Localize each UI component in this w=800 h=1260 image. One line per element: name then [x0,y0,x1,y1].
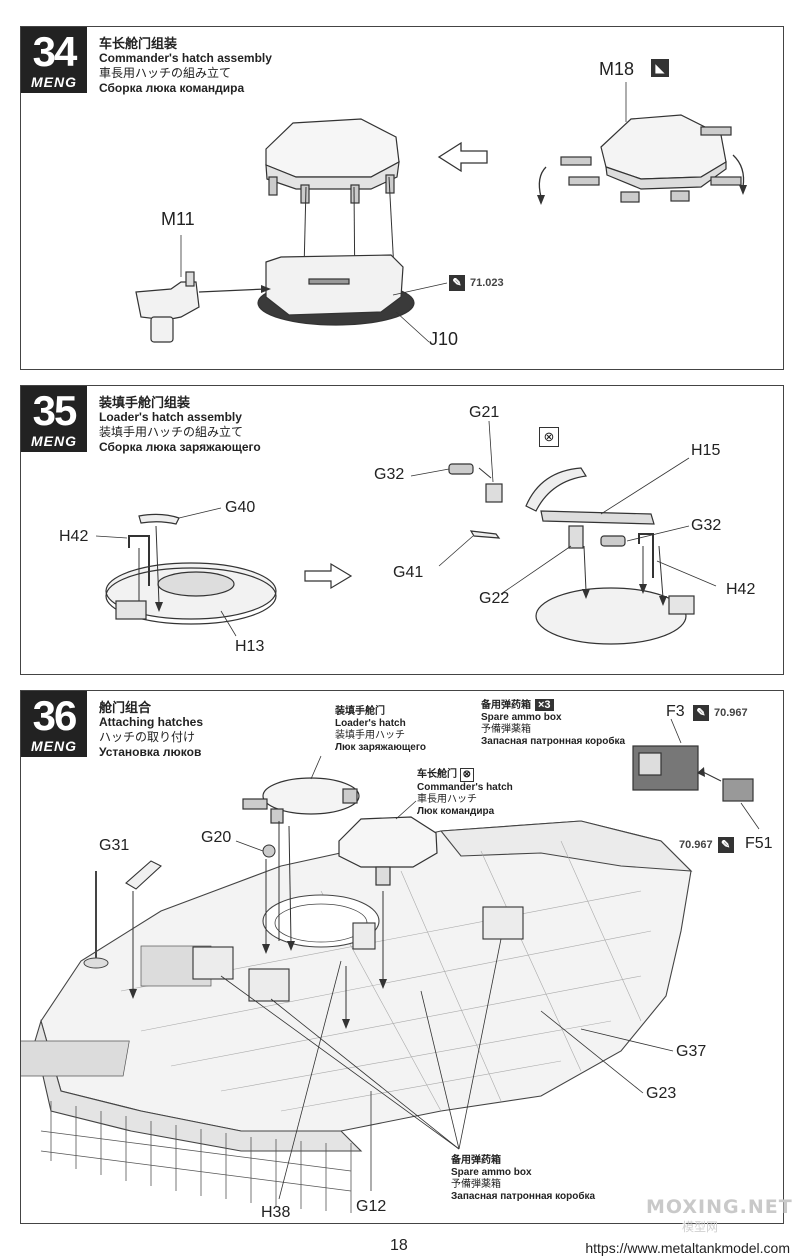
loader-hatch-cn: 装填手舱门 [335,706,385,717]
step-badge: 34 MENG [21,27,87,93]
glue-icon: ◣ [651,59,669,77]
part-label-f3: F3 [666,703,685,720]
commander-hatch-en: Commander's hatch [417,782,513,793]
title-ru: Установка люков [99,745,202,759]
loader-hatch-ru: Люк заряжающего [335,742,427,753]
paint-callout-f51: 70.967 ✎ [679,837,734,853]
part-label-g31: G31 [99,837,130,854]
loader-hatch-label: 装填手舱门 Loader's hatch 装填手用ハッチ Люк заряжаю… [335,706,426,754]
part-label-g32: G32 [691,517,722,534]
loader-hatch-en: Loader's hatch [335,718,406,729]
watermark-sub: 模型网 [682,1220,719,1234]
step-36-panel: 36 MENG 舱门组合 Attaching hatches ハッチの取り付け … [20,690,784,1224]
brand-logo: MENG [31,738,77,754]
part-label-h15: H15 [691,442,721,459]
part-label-g12: G12 [356,1198,387,1215]
m18-hatch-shape [600,114,727,180]
ammo-bottom-cn: 备用弹药箱 [451,1155,501,1166]
ammo-bottom-en: Spare ammo box [451,1167,532,1178]
title-en: Loader's hatch assembly [99,410,242,424]
title-jp: ハッチの取り付け [99,730,196,744]
step-title: 车长舱门组装 Commander's hatch assembly 車長用ハッチ… [99,36,272,96]
ammo-top-jp: 予備弾薬箱 [481,724,531,735]
brand-logo: MENG [31,74,77,90]
source-url[interactable]: https://www.metaltankmodel.com [585,1240,790,1256]
part-label-g20: G20 [201,829,232,846]
part-label-h13: H13 [235,638,265,655]
page-number: 18 [390,1237,408,1254]
brand-logo: MENG [31,433,77,449]
part-label-m18: M18 [599,59,635,79]
paint-brush-icon: ✎ [449,275,465,291]
paint-brush-icon: ✎ [717,837,734,853]
title-en: Attaching hatches [99,715,204,729]
step-title: 舱门组合 Attaching hatches ハッチの取り付け Установк… [99,700,203,760]
loader-hatch-jp: 装填手用ハッチ [335,730,405,741]
paint-code: 71.023 [470,277,504,289]
part-label-g23: G23 [646,1085,677,1102]
part-label-g32: G32 [374,466,405,483]
part-label-g22: G22 [479,590,510,607]
paint-code: 70.967 [679,839,713,851]
commander-hatch-jp: 車長用ハッチ [417,794,477,805]
step-title: 装填手舱门组装 Loader's hatch assembly 装填手用ハッチの… [99,395,261,455]
part-label-h42: H42 [59,528,89,545]
commander-hatch-ru: Люк командира [417,806,495,817]
step-35-panel: 35 MENG 装填手舱门组装 Loader's hatch assembly … [20,385,784,675]
part-label-g37: G37 [676,1043,707,1060]
step-badge: 36 MENG [21,691,87,757]
title-jp: 車長用ハッチの組み立て [99,66,232,80]
ammo-bottom-jp: 予備弾薬箱 [451,1179,501,1190]
part-label-f51: F51 [745,835,773,852]
commander-hatch-cn: 车长舱门 [417,769,457,780]
part-label-j10: J10 [429,329,459,349]
paint-code: 70.967 [714,707,748,719]
title-cn: 车长舱门组装 [99,36,178,51]
title-jp: 装填手用ハッチの組み立て [99,425,244,439]
watermark: MOXING.NET [646,1196,793,1218]
commander-hatch-diagram [135,82,747,343]
part-label-h42: H42 [726,581,756,598]
title-cn: 舱门组合 [99,700,152,715]
loader-hatch-diagram [95,420,717,645]
paint-callout: ✎ 71.023 [449,275,504,291]
title-en: Commander's hatch assembly [99,51,272,65]
step-34-panel: 34 MENG 车长舱门组装 Commander's hatch assembl… [20,26,784,370]
step-badge: 35 MENG [21,386,87,452]
quantity-badge: ×3 [535,699,554,711]
ammo-top-en: Spare ammo box [481,712,562,723]
title-ru: Сборка люка заряжающего [99,440,261,454]
part-label-g40: G40 [225,499,256,516]
paint-callout-f3: ✎ 70.967 [693,705,748,721]
commander-hatch-label: 车长舱门 ⊗ Commander's hatch 車長用ハッチ Люк кома… [417,768,513,818]
ammo-top-ru: Запасная патронная коробка [481,736,626,747]
turret-assembly-diagram [21,718,760,1213]
part-label-m11: M11 [161,209,195,229]
part-label-g21: G21 [469,404,500,421]
step-number: 34 [32,28,78,75]
title-cn: 装填手舱门组装 [99,395,191,410]
part-label-g41: G41 [393,564,424,581]
title-ru: Сборка люка командира [99,81,245,95]
ammo-bottom-ru: Запасная патронная коробка [451,1191,596,1202]
step-number: 36 [32,692,78,739]
spare-ammo-label-bottom: 备用弹药箱 Spare ammo box 予備弾薬箱 Запасная патр… [451,1155,595,1203]
step-number: 35 [32,387,78,434]
paint-brush-icon: ✎ [693,705,709,721]
ammo-top-cn: 备用弹药箱 [481,700,531,711]
part-label-h38: H38 [261,1204,291,1221]
no-glue-icon: ⊗ [459,768,474,782]
spare-ammo-label-top: 备用弹药箱 ×3 Spare ammo box 予備弾薬箱 Запасная па… [481,699,625,748]
no-glue-icon: ⊗ [539,427,559,447]
